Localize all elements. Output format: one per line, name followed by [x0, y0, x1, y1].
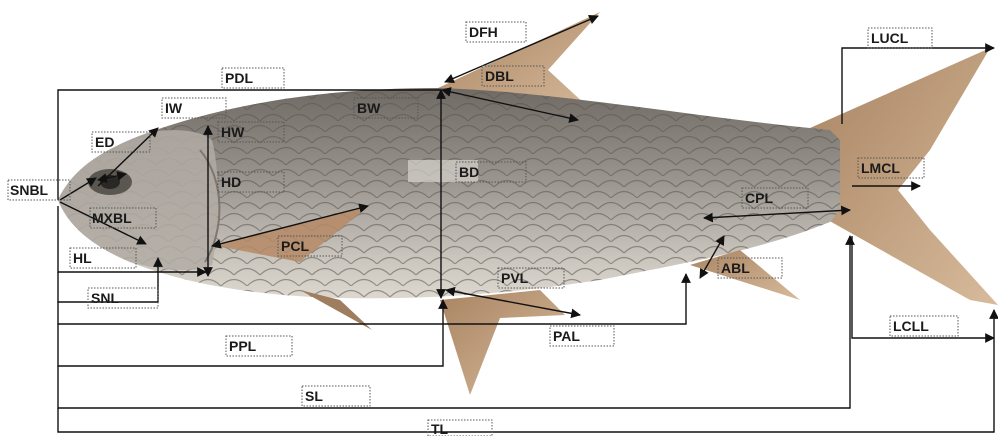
label-lucl: LUCL — [868, 28, 932, 48]
label-pal: PAL — [550, 326, 614, 346]
svg-text:PAL: PAL — [553, 328, 580, 344]
label-dfh: DFH — [466, 22, 526, 42]
svg-text:SL: SL — [305, 388, 323, 404]
svg-text:BD: BD — [459, 164, 479, 180]
svg-text:IW: IW — [165, 100, 183, 116]
svg-text:HL: HL — [73, 250, 92, 266]
svg-text:DFH: DFH — [469, 24, 498, 40]
svg-text:HD: HD — [221, 174, 241, 190]
tl-line — [58, 310, 994, 432]
svg-text:HW: HW — [221, 124, 245, 140]
svg-text:PDL: PDL — [225, 70, 253, 86]
label-pdl: PDL — [222, 68, 284, 88]
label-tl: TL — [428, 420, 492, 436]
svg-text:SNBL: SNBL — [10, 182, 49, 198]
svg-text:LMCL: LMCL — [861, 160, 900, 176]
label-sl: SL — [302, 386, 370, 406]
svg-text:ED: ED — [95, 134, 114, 150]
label-lcll: LCLL — [890, 316, 958, 336]
svg-text:TL: TL — [431, 421, 449, 436]
svg-text:PVL: PVL — [501, 270, 529, 286]
svg-text:DBL: DBL — [485, 68, 514, 84]
label-snl: SNL — [88, 288, 158, 308]
anal-fin — [440, 290, 565, 395]
svg-text:BW: BW — [357, 100, 381, 116]
svg-text:LUCL: LUCL — [871, 30, 909, 46]
svg-text:SNL: SNL — [91, 290, 119, 306]
svg-text:MXBL: MXBL — [92, 210, 132, 226]
svg-text:LCLL: LCLL — [893, 318, 929, 334]
svg-text:ABL: ABL — [721, 260, 750, 276]
svg-text:PPL: PPL — [229, 338, 257, 354]
svg-text:CPL: CPL — [745, 190, 773, 206]
label-ppl: PPL — [226, 336, 292, 356]
svg-text:PCL: PCL — [281, 238, 309, 254]
